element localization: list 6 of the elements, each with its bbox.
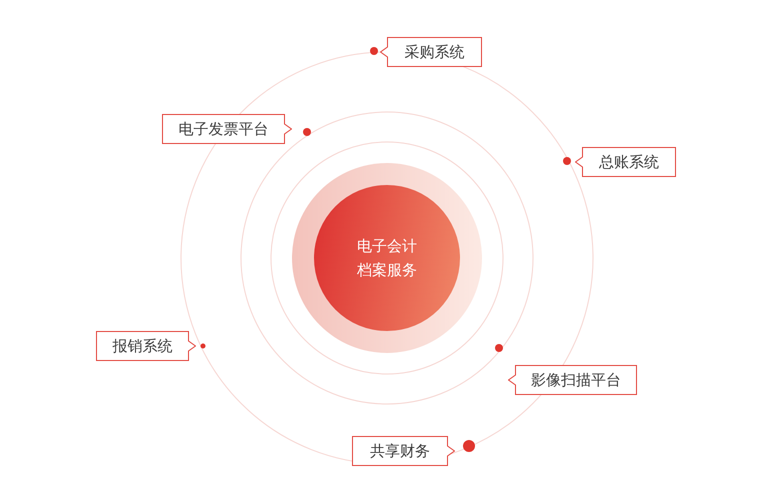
- callout-tag: 影像扫描平台: [508, 365, 637, 395]
- callout-tag: 电子发票平台: [162, 114, 292, 144]
- callout-tag: 总账系统: [575, 147, 676, 177]
- callout-tag: 报销系统: [96, 331, 196, 361]
- callout-tag: 采购系统: [380, 37, 482, 67]
- callout-tag: 共享财务: [352, 436, 455, 466]
